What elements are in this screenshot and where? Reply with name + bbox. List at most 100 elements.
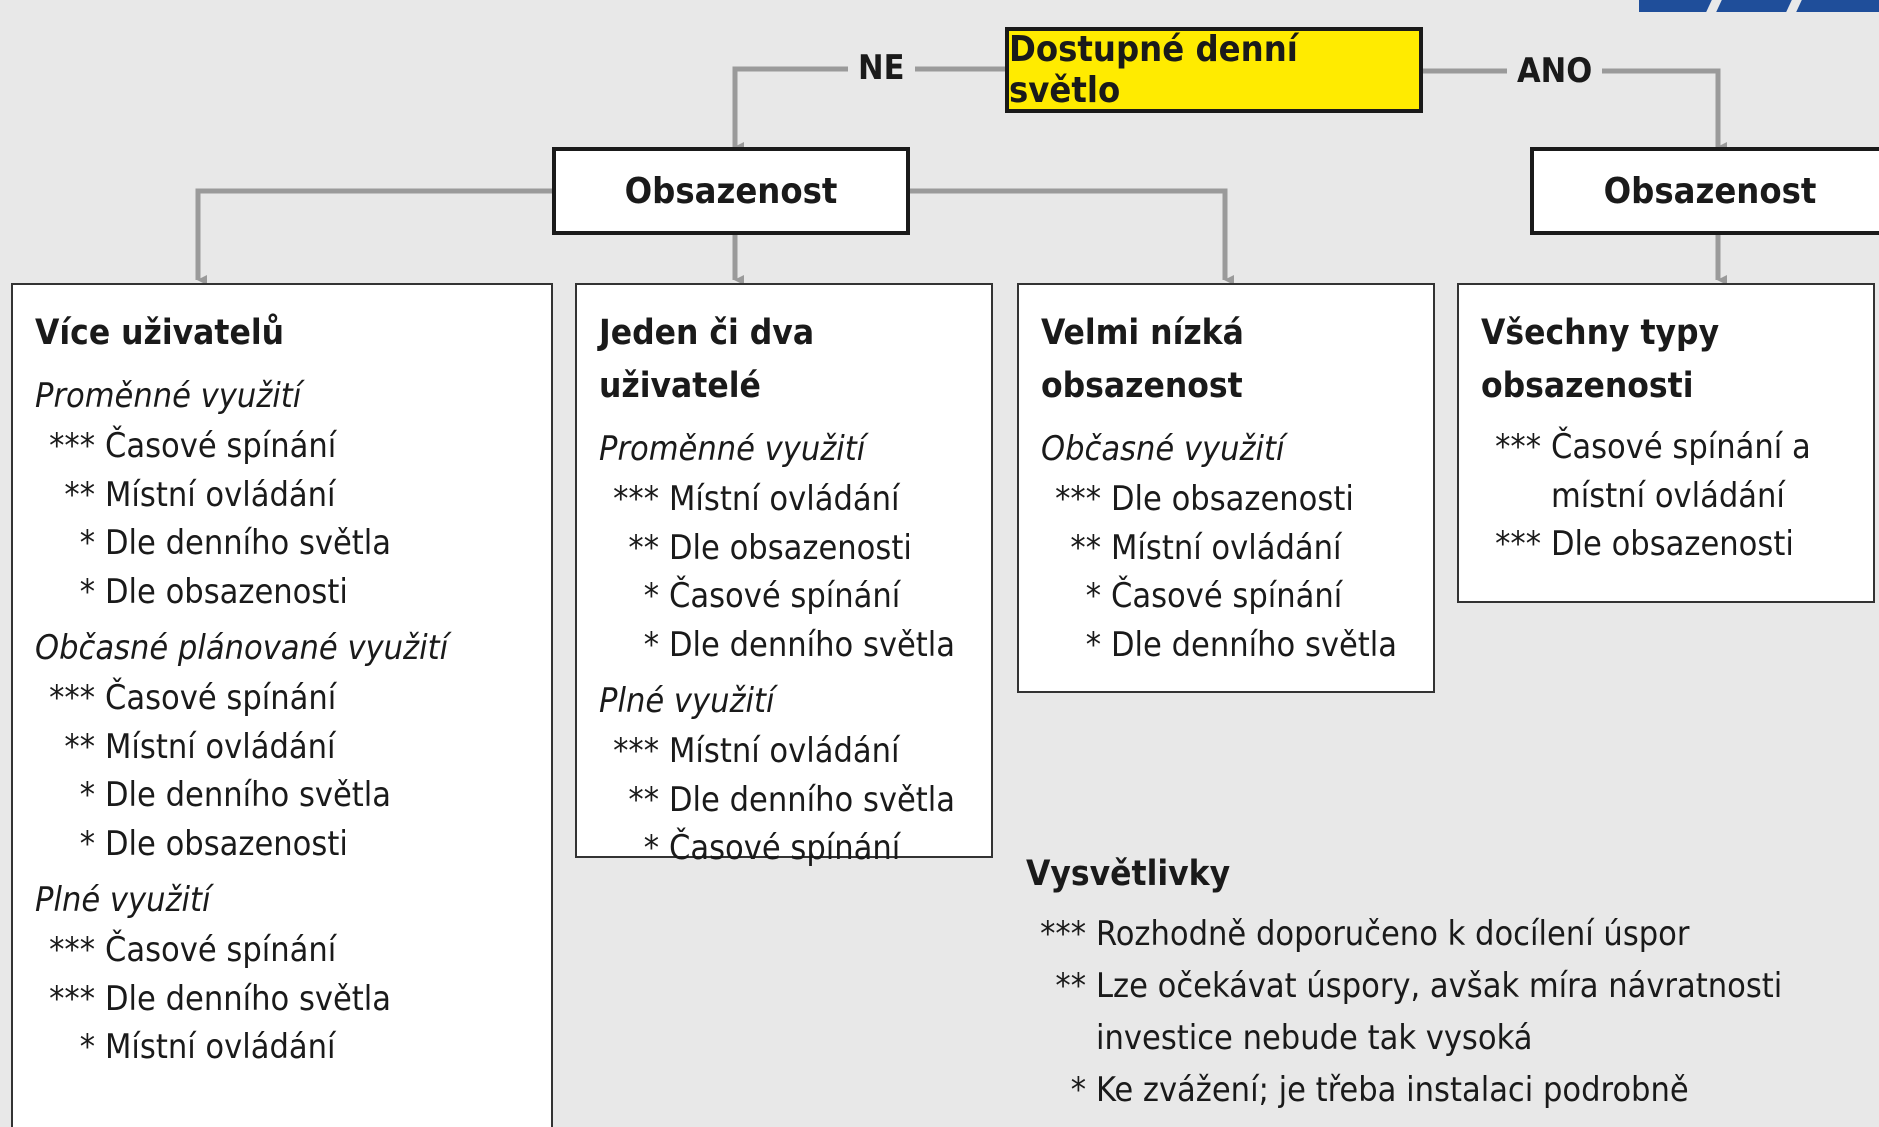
rating-stars: * [79, 523, 95, 563]
list-item: *Časové spínání [599, 824, 969, 873]
item-text: Časové spínání [105, 426, 337, 466]
item-text: Časové spínání [105, 930, 337, 970]
item-text: Dle denního světla [669, 624, 956, 665]
edge-left-c [910, 188, 1234, 285]
rating-stars: * [1085, 576, 1101, 616]
rating-stars: * [79, 823, 95, 864]
item-text: Časové spínání [669, 828, 901, 868]
rating-stars: *** [1495, 427, 1541, 467]
legend-item: ***Rozhodně doporučeno k docílení úspor [1026, 908, 1846, 960]
card-title: Všechny typy obsazenosti [1481, 313, 1720, 406]
rating-stars: ** [1055, 966, 1086, 1006]
item-text: Místní ovládání [105, 474, 336, 515]
item-text: Dle denního světla [669, 779, 956, 820]
rating-stars: * [1085, 624, 1101, 665]
item-text: Dle denního světla [105, 978, 392, 1019]
card-title: Více uživatelů [35, 313, 285, 353]
occupancy-node-right-label: Obsazenost [1603, 170, 1817, 212]
item-text: Časové spínání [1111, 576, 1343, 616]
edge-label-no: NE [848, 48, 915, 88]
item-text: Dle obsazenosti [669, 527, 912, 568]
legend-title: Vysvětlivky [1026, 854, 1231, 894]
list-item: **Dle denního světla [599, 776, 969, 825]
section-heading: Plné využití [35, 880, 211, 920]
logo [1639, 0, 1879, 12]
list-item: **Dle obsazenosti [599, 524, 969, 573]
root-node: Dostupné denní světlo [1005, 27, 1423, 113]
rating-stars: * [1070, 1070, 1086, 1110]
card-one-or-two-users: Jeden či dva uživatelé Proměnné využití … [575, 283, 993, 868]
rating-stars: *** [1040, 914, 1086, 954]
card-title: Jeden či dva uživatelé [599, 313, 815, 406]
list-item: ***Dle obsazenosti [1481, 520, 1851, 569]
list-item: ***Dle denního světla [35, 975, 529, 1024]
list-item: ***Časové spínání a místní ovládání [1481, 423, 1851, 520]
item-text: Místní ovládání [669, 731, 900, 771]
list-item: *Dle obsazenosti [35, 820, 529, 869]
rating-stars: ** [628, 779, 659, 820]
item-text: Místní ovládání [105, 726, 336, 767]
item-text: Dle obsazenosti [1111, 479, 1354, 519]
list-item: *Místní ovládání [35, 1023, 529, 1072]
item-text: Dle obsazenosti [1551, 524, 1794, 564]
rating-stars: * [643, 828, 659, 868]
list-item: ***Časové spínání [35, 422, 529, 471]
rating-stars: * [643, 624, 659, 665]
rating-stars: *** [49, 678, 95, 718]
rating-stars: ** [1070, 527, 1101, 568]
list-item: *Dle denního světla [599, 621, 969, 670]
item-text: Místní ovládání [105, 1027, 336, 1067]
rating-stars: *** [613, 479, 659, 519]
card-multiple-users: Více uživatelů Proměnné využití ***Časov… [11, 283, 553, 1127]
list-item: ***Časové spínání [35, 926, 529, 975]
rating-stars: * [643, 576, 659, 616]
list-item: ***Časové spínání [35, 674, 529, 723]
rating-stars: *** [49, 426, 95, 466]
occupancy-node-left-label: Obsazenost [624, 170, 838, 212]
list-item: *Dle denního světla [1041, 621, 1411, 670]
list-item: **Místní ovládání [1041, 524, 1411, 573]
rating-stars: *** [613, 731, 659, 771]
section-heading: Proměnné využití [599, 429, 866, 469]
list-item: *Časové spínání [599, 572, 969, 621]
list-item: *Dle denního světla [35, 519, 529, 568]
item-text: Dle denního světla [1111, 624, 1398, 665]
legend-text: Rozhodně doporučeno k docílení úspor [1096, 914, 1690, 954]
legend-item: **Lze očekávat úspory, avšak míra návrat… [1026, 960, 1846, 1064]
item-text: Časové spínání [105, 678, 337, 718]
rating-stars: ** [628, 527, 659, 568]
legend-item: *Ke zvážení; je třeba instalaci podrobně… [1026, 1064, 1846, 1127]
root-node-label: Dostupné denní světlo [1009, 29, 1298, 111]
edge-left-a [195, 188, 552, 285]
rating-stars: *** [49, 930, 95, 970]
list-item: *Časové spínání [1041, 572, 1411, 621]
list-item: ***Dle obsazenosti [1041, 475, 1411, 524]
list-item: ***Místní ovládání [599, 475, 969, 524]
item-text: Místní ovládání [669, 479, 900, 519]
item-text: Dle denního světla [105, 523, 392, 563]
rating-stars: * [79, 775, 95, 815]
occupancy-node-right: Obsazenost [1530, 147, 1879, 235]
list-item: **Místní ovládání [35, 723, 529, 772]
section-heading: Občasné využití [1041, 429, 1285, 469]
section-heading: Proměnné využití [35, 376, 302, 416]
rating-stars: *** [49, 978, 95, 1019]
legend: Vysvětlivky ***Rozhodně doporučeno k doc… [1026, 846, 1846, 1127]
list-item: *Dle obsazenosti [35, 568, 529, 617]
rating-stars: ** [64, 726, 95, 767]
edge-label-yes: ANO [1507, 51, 1603, 91]
card-very-low-occupancy: Velmi nízká obsazenost Občasné využití *… [1017, 283, 1435, 693]
legend-text: Lze očekávat úspory, avšak míra návratno… [1096, 966, 1783, 1058]
legend-text: Ke zvážení; je třeba instalaci podrobně … [1096, 1070, 1689, 1127]
rating-stars: * [79, 571, 95, 612]
section-heading: Občasné plánované využití [35, 628, 449, 668]
item-text: Dle denního světla [105, 775, 392, 815]
card-title: Velmi nízká obsazenost [1041, 313, 1244, 406]
list-item: ***Místní ovládání [599, 727, 969, 776]
rating-stars: *** [1055, 479, 1101, 519]
list-item: *Dle denního světla [35, 771, 529, 820]
list-item: **Místní ovládání [35, 471, 529, 520]
rating-stars: * [79, 1027, 95, 1067]
